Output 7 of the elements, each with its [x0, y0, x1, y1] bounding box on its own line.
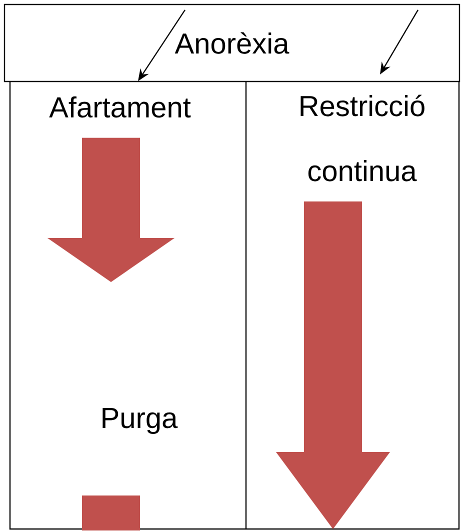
step-label: Purga — [102, 408, 178, 434]
block — [82, 496, 140, 530]
title-box: Anorèxia — [4, 4, 460, 82]
column-heading: Restricció continua — [300, 94, 424, 182]
block-arrow — [276, 201, 390, 530]
block-arrow — [47, 138, 175, 282]
column-heading: Afartament — [49, 96, 191, 118]
